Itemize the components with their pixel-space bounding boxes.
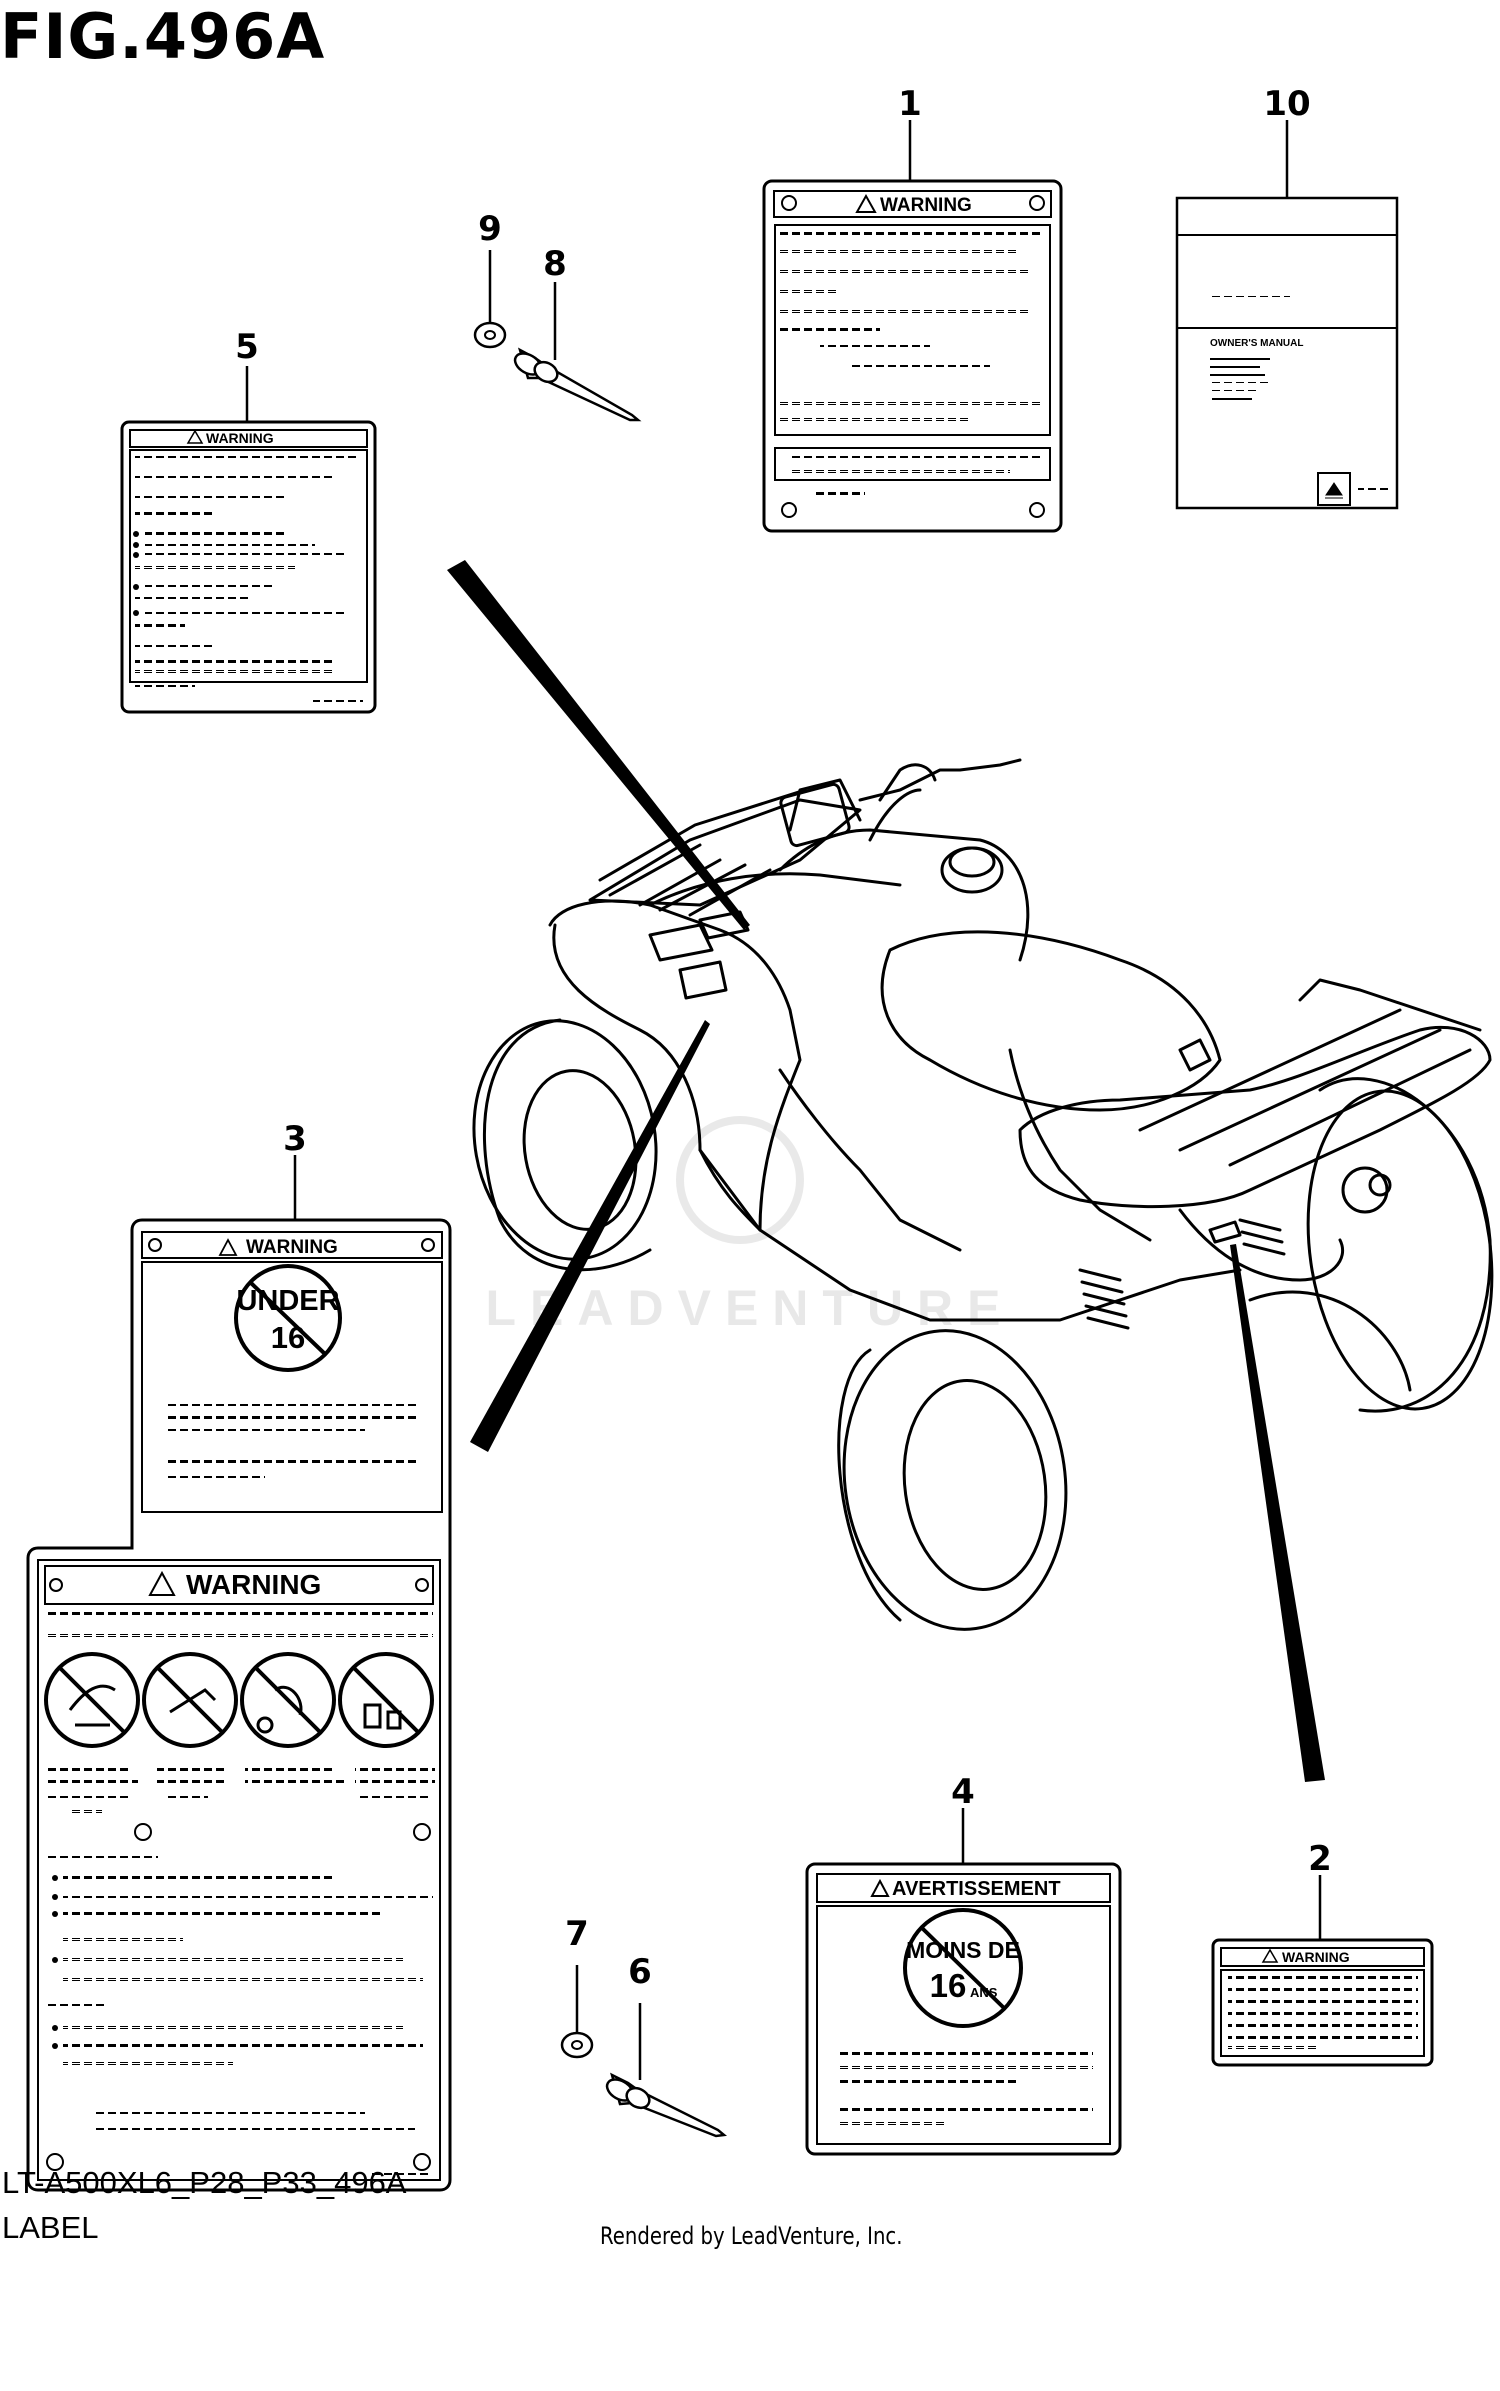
label-3[interactable]: WARNING UNDER 16 WARNING: [26, 1218, 452, 2192]
label-3-warning-top: WARNING: [246, 1237, 338, 1258]
label-3-pictograms: [44, 1652, 434, 1748]
rivet-pin-8[interactable]: [511, 347, 642, 422]
owners-manual-text: OWNER'S MANUAL: [1210, 338, 1303, 349]
callout-6: 6: [628, 1952, 652, 1992]
callout-5: 5: [235, 327, 259, 367]
washer-9[interactable]: [473, 321, 507, 349]
label-4-avertissement: AVERTISSEMENT: [892, 1878, 1061, 1900]
diagram-name: LABEL: [2, 2210, 99, 2245]
label-5[interactable]: WARNING: [120, 420, 377, 714]
callout-3: 3: [283, 1119, 307, 1159]
callout-9: 9: [478, 209, 502, 249]
figure-title: FIG.496A: [0, 0, 326, 73]
callout-4: 4: [951, 1772, 975, 1812]
label-3-under: UNDER: [236, 1285, 339, 1317]
pointer-lines: [447, 560, 1325, 1782]
callout-8: 8: [543, 244, 567, 284]
label-1-warning: WARNING: [880, 195, 972, 216]
callout-2: 2: [1308, 1839, 1332, 1879]
label-3-warning-bottom: WARNING: [186, 1569, 321, 1600]
pointer-to-label-5: [447, 560, 750, 930]
callout-7: 7: [565, 1914, 589, 1954]
label-4-16: 16: [930, 1967, 967, 2004]
label-2-warning: WARNING: [1282, 1949, 1350, 1965]
label-4-ans: ANS: [970, 1985, 998, 2000]
label-2[interactable]: WARNING: [1211, 1938, 1434, 2067]
label-10-owners-manual[interactable]: OWNER'S MANUAL: [1175, 196, 1399, 510]
label-4-moins-de: MOINS DE: [906, 1937, 1020, 1963]
callouts: [245, 120, 1322, 2080]
pointer-to-label-2: [1230, 1244, 1325, 1782]
atv-outline: [472, 758, 1494, 1631]
label-4[interactable]: AVERTISSEMENT MOINS DE 16 ANS: [805, 1862, 1122, 2156]
rivet-pin-6[interactable]: [603, 2072, 728, 2138]
label-1[interactable]: WARNING: [762, 179, 1063, 533]
diagram-code: LT-A500XL6_P28_P33_496A: [2, 2165, 407, 2200]
washer-7[interactable]: [560, 2031, 594, 2059]
pointer-to-label-3: [470, 1020, 710, 1452]
rendered-by: Rendered by LeadVenture, Inc.: [600, 2222, 903, 2250]
callout-numbers: 1 2 3 4 5 6 7 8 9 10: [235, 84, 1332, 1992]
callout-10: 10: [1263, 84, 1310, 124]
label-5-warning: WARNING: [206, 430, 274, 446]
label-3-under-16: 16: [271, 1320, 305, 1355]
callout-1: 1: [898, 84, 922, 124]
